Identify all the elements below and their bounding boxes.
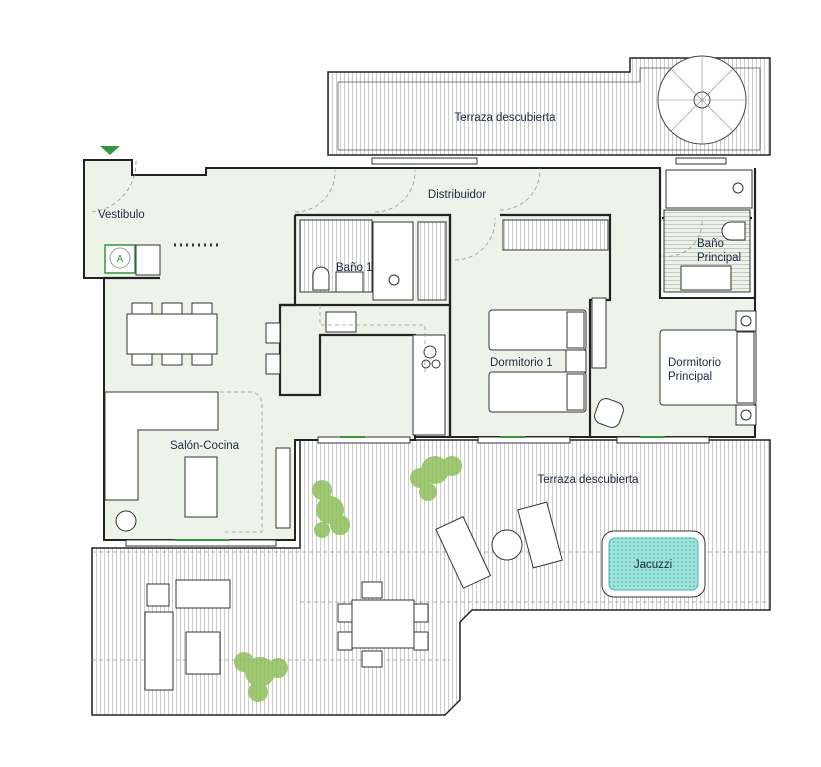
sink-icon <box>680 265 732 291</box>
sink-icon <box>335 271 364 293</box>
label-dormitorio-1: Dormitorio 1 <box>490 357 553 369</box>
toilet-icon <box>312 266 330 291</box>
bathroom-1 <box>299 219 447 301</box>
master-bedroom-furniture <box>594 310 757 428</box>
label-dormitorio-principal-1: Dormitorio <box>668 357 721 369</box>
entry-marker: A <box>100 146 161 276</box>
top-terrace <box>327 55 771 156</box>
label-vestibulo: Vestibulo <box>98 209 145 221</box>
plants <box>234 456 462 702</box>
toilet-icon <box>721 221 746 241</box>
label-salon-cocina: Salón-Cocina <box>170 440 240 452</box>
entry-marker-label: A <box>117 254 124 265</box>
spiral-staircase <box>657 55 747 145</box>
label-dormitorio-principal-2: Principal <box>668 371 712 383</box>
kitchen-living-furniture <box>104 243 446 533</box>
coffee-table <box>184 456 218 518</box>
bedroom-1-furniture <box>488 309 587 413</box>
label-bottom-terrace: Terraza descubierta <box>538 474 640 486</box>
label-distribuidor: Distribuidor <box>428 189 486 201</box>
dining-table <box>126 313 218 355</box>
doors <box>91 159 703 261</box>
interior-walls <box>104 168 757 437</box>
master-bathroom <box>663 169 753 293</box>
jacuzzi <box>601 530 706 598</box>
label-jacuzzi: Jacuzzi <box>634 559 672 571</box>
room-labels: Terraza descubierta Distribuidor Vestibu… <box>98 112 741 571</box>
sofa <box>104 391 219 501</box>
desk <box>591 297 607 369</box>
label-bano-principal-2: Principal <box>697 252 741 264</box>
armchair <box>594 398 624 428</box>
terrace-furniture <box>144 501 563 691</box>
label-top-terrace: Terraza descubierta <box>455 112 557 124</box>
label-bano-principal-1: Baño <box>697 238 724 250</box>
wardrobe <box>502 219 609 251</box>
windows <box>125 157 727 547</box>
label-bano-1: Baño 1 <box>336 262 372 274</box>
